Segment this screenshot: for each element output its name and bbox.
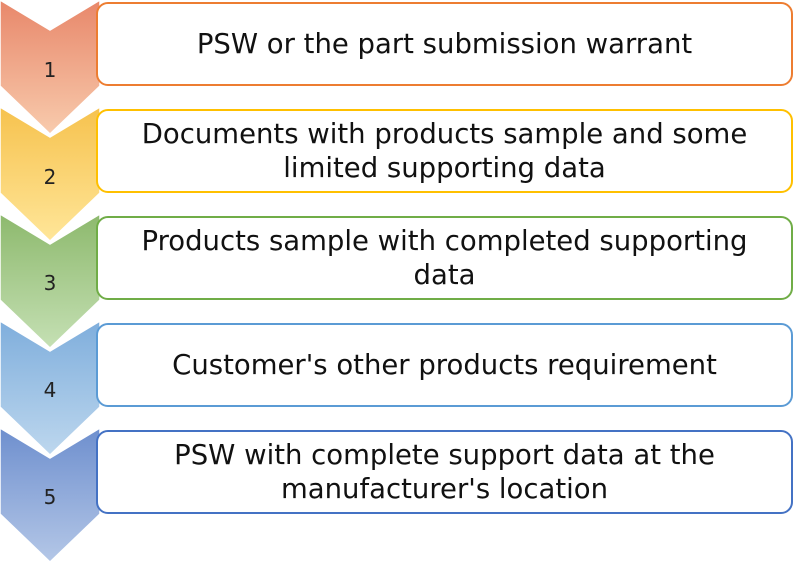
step-1-text: PSW or the part submission warrant bbox=[196, 28, 693, 60]
step-1-number: 1 bbox=[43, 58, 57, 82]
step-3-chevron bbox=[0, 213, 100, 350]
step-4-chevron bbox=[0, 320, 100, 457]
step-3-number: 3 bbox=[43, 271, 57, 295]
step-3-text: Products sample with completed supportin… bbox=[141, 225, 748, 291]
step-5-chevron bbox=[0, 427, 100, 564]
step-2-number: 2 bbox=[43, 165, 57, 189]
step-5-text: PSW with complete support data at the ma… bbox=[174, 439, 715, 505]
chevron-column bbox=[0, 0, 100, 564]
step-5-box: PSW with complete support data at the ma… bbox=[96, 430, 793, 514]
step-4-box: Customer's other products requirement bbox=[96, 323, 793, 407]
step-2-text: Documents with products sample and some … bbox=[141, 118, 748, 184]
step-1-chevron bbox=[0, 0, 100, 136]
step-5-number: 5 bbox=[43, 485, 57, 509]
step-3-box: Products sample with completed supportin… bbox=[96, 216, 793, 300]
step-2-chevron bbox=[0, 106, 100, 243]
step-4-text: Customer's other products requirement bbox=[172, 349, 717, 381]
step-1-box: PSW or the part submission warrant bbox=[96, 2, 793, 86]
step-4-number: 4 bbox=[43, 378, 57, 402]
step-2-box: Documents with products sample and some … bbox=[96, 109, 793, 193]
